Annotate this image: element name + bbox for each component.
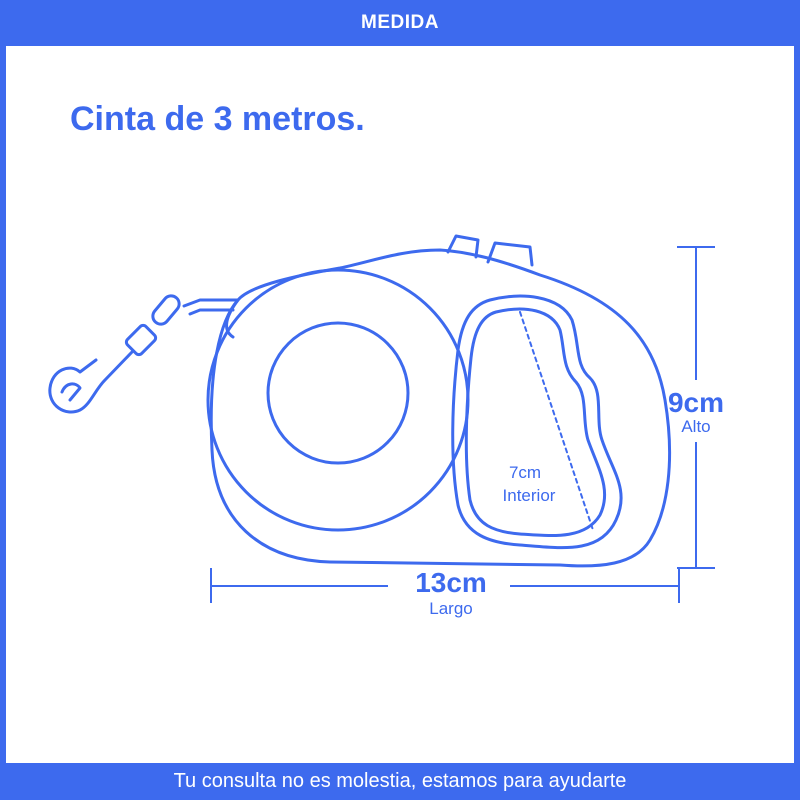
- interior-value: 7cm: [509, 463, 541, 482]
- length-value: 13cm: [415, 567, 487, 598]
- interior-measure-line: [519, 311, 594, 531]
- height-label: Alto: [681, 417, 710, 436]
- header-bar: MEDIDA: [0, 0, 800, 46]
- clip-swivel: [124, 323, 158, 357]
- grip-panel-outer: [451, 294, 623, 550]
- snap-hook: [48, 350, 134, 414]
- footer-text: Tu consulta no es molestia, estamos para…: [173, 770, 627, 792]
- housing-collar: [225, 298, 240, 339]
- header-title: MEDIDA: [361, 12, 439, 33]
- content-frame: [0, 46, 800, 763]
- leash-tape: [182, 298, 240, 308]
- interior-label: Interior: [503, 486, 556, 505]
- top-button-right: [486, 241, 534, 267]
- top-button-left: [446, 234, 480, 259]
- height-value: 9cm: [668, 387, 724, 418]
- reel-center-circle: [266, 321, 410, 465]
- product-title: Cinta de 3 metros.: [70, 100, 365, 138]
- leash-diagram: 9cm Alto 13cm Largo 7cm Interior: [48, 234, 724, 618]
- reel-circle: [206, 268, 470, 532]
- length-label: Largo: [429, 599, 472, 618]
- footer-bar: Tu consulta no es molestia, estamos para…: [0, 763, 800, 800]
- grip-panel-inner: [464, 307, 607, 538]
- dispenser-body-outline: [209, 248, 672, 568]
- clip-ring: [151, 294, 181, 326]
